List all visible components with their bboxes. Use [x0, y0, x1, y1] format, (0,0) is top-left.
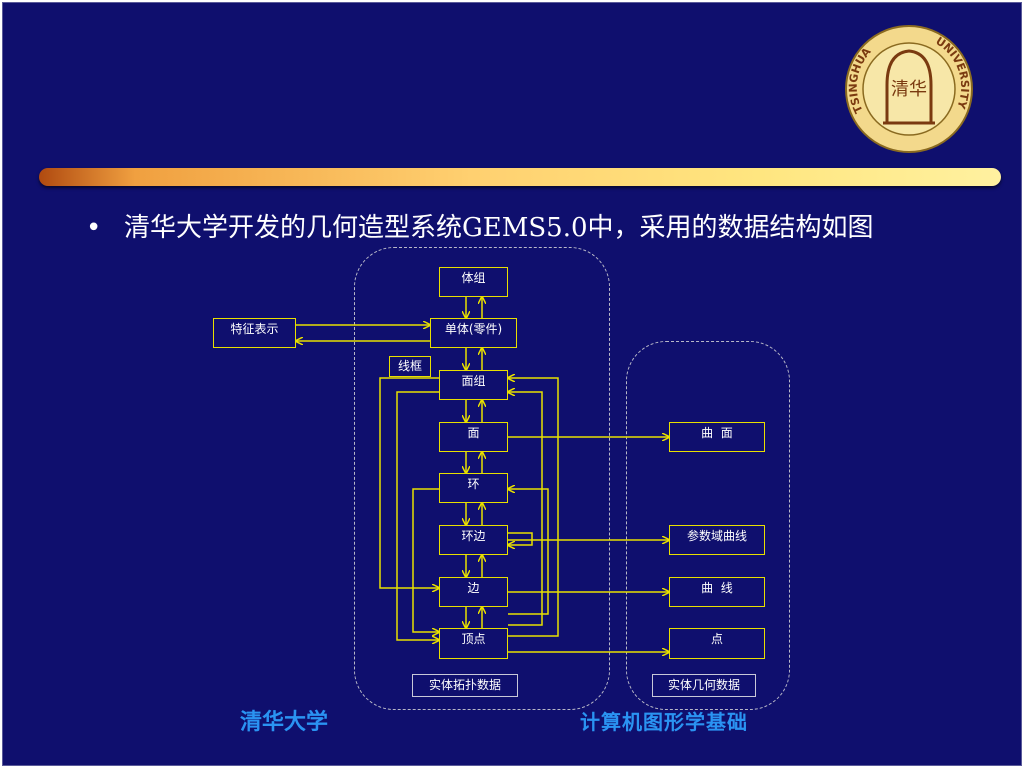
node-curve: 曲 线: [669, 577, 765, 607]
node-body-part: 单体(零件): [430, 318, 517, 348]
footer-university: 清华大学: [240, 710, 329, 735]
node-surface: 曲 面: [669, 422, 765, 452]
label-geometry-data: 实体几何数据: [652, 674, 756, 697]
node-point: 点: [669, 628, 765, 659]
topology-panel: [354, 247, 610, 710]
geometry-panel: [626, 341, 790, 710]
node-loop: 环: [439, 473, 508, 503]
node-edge: 边: [439, 577, 508, 607]
label-topology-data: 实体拓扑数据: [412, 674, 518, 697]
tsinghua-university-seal-icon: 清华 TSINGHUA UNIVERSITY: [845, 25, 973, 153]
bullet-point: • 清华大学开发的几何造型系统GEMS5.0中，采用的数据结构如图: [86, 208, 874, 248]
node-face: 面: [439, 422, 508, 452]
decorative-gradient-rule: [39, 168, 1001, 186]
footer-course-title: 计算机图形学基础: [580, 710, 748, 734]
node-vertex: 顶点: [439, 628, 508, 659]
node-param-curve: 参数域曲线: [669, 525, 765, 555]
node-feature-representation: 特征表示: [213, 318, 296, 348]
node-wireframe: 线框: [389, 356, 431, 377]
node-loop-edge: 环边: [439, 525, 508, 555]
bullet-symbol: •: [86, 213, 102, 243]
bullet-text: 清华大学开发的几何造型系统GEMS5.0中，采用的数据结构如图: [124, 213, 874, 243]
svg-text:清华: 清华: [891, 79, 927, 100]
node-body-group: 体组: [439, 267, 508, 297]
node-face-group: 面组: [439, 370, 508, 400]
